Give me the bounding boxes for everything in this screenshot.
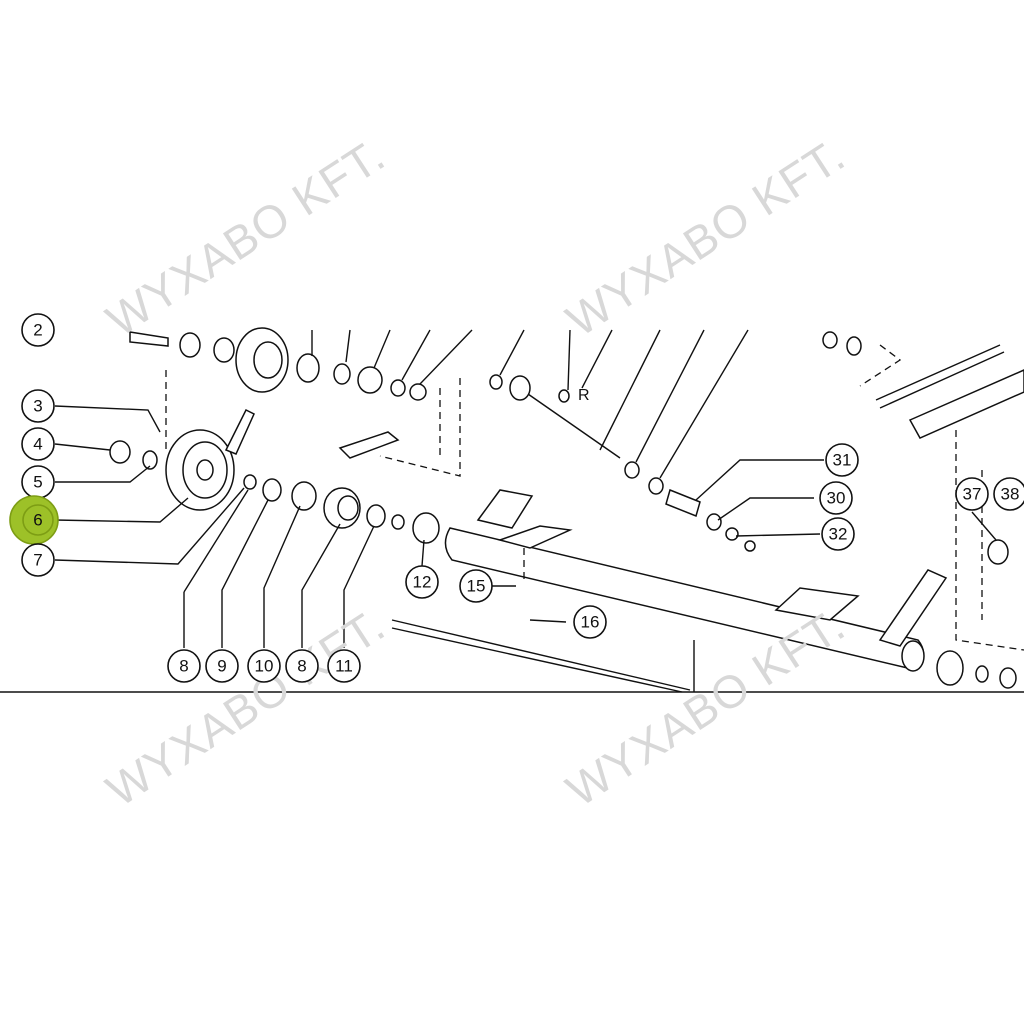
callout-label: 4: [33, 435, 42, 454]
callout-label: 8: [297, 657, 306, 676]
callout-label: 31: [833, 451, 852, 470]
callout-11[interactable]: 11: [327, 649, 361, 683]
callout-label: 16: [581, 613, 600, 632]
pulley-assembly: [129, 327, 289, 511]
bolt-top-left: [129, 331, 169, 347]
callout-16[interactable]: 16: [573, 605, 607, 639]
callout-12[interactable]: 12: [405, 565, 439, 599]
callout-8[interactable]: 8: [167, 649, 201, 683]
callout-label: 6: [33, 511, 42, 530]
callout-5[interactable]: 5: [21, 465, 55, 499]
callout-label: 10: [255, 657, 274, 676]
axle-arm: [878, 569, 948, 647]
tension-spring-assembly: [822, 331, 1024, 689]
callout-label: 32: [829, 525, 848, 544]
axle-bracket-mid: [497, 525, 573, 549]
callout-38[interactable]: 38: [993, 477, 1024, 511]
axle-bracket-right: [774, 587, 860, 621]
pulley-stud: [224, 408, 255, 455]
callout-37[interactable]: 37: [955, 477, 989, 511]
callout-label: 7: [33, 551, 42, 570]
callout-15[interactable]: 15: [459, 569, 493, 603]
r-label: R: [578, 387, 590, 404]
lever-arm: [338, 431, 400, 459]
callout-8[interactable]: 8: [285, 649, 319, 683]
rail-bar: [908, 369, 1024, 439]
callout-4[interactable]: 4: [21, 427, 55, 461]
callout-6-highlighted[interactable]: 6: [9, 495, 59, 545]
top-leader-lines: [311, 329, 749, 479]
watermark-text: WYXABO KFT.: [557, 128, 854, 346]
dashed-lines: [165, 344, 1024, 651]
watermark-text: WYXABO KFT.: [97, 128, 394, 346]
callout-31[interactable]: 31: [825, 443, 859, 477]
small-parts-left: [109, 440, 440, 544]
callout-32[interactable]: 32: [821, 517, 855, 551]
callout-label: 2: [33, 321, 42, 340]
callout-2[interactable]: 2: [21, 313, 55, 347]
main-axle: [444, 489, 948, 672]
watermark-text: WYXABO KFT.: [97, 598, 394, 816]
callout-3[interactable]: 3: [21, 389, 55, 423]
callout-label: 37: [963, 485, 982, 504]
callout-10[interactable]: 10: [247, 649, 281, 683]
callout-30[interactable]: 30: [819, 481, 853, 515]
callout-9[interactable]: 9: [205, 649, 239, 683]
lower-shaft: [391, 619, 695, 693]
callout-label: 8: [179, 657, 188, 676]
callout-label: 15: [467, 577, 486, 596]
axle-bracket-left: [476, 489, 534, 529]
callout-leaders: [54, 405, 997, 648]
callout-label: 11: [335, 657, 353, 676]
small-parts-top: [296, 353, 756, 552]
callout-label: 38: [1001, 485, 1020, 504]
callout-label: 5: [33, 473, 42, 492]
callout-label: 30: [827, 489, 846, 508]
callout-7[interactable]: 7: [21, 543, 55, 577]
callout-label: 3: [33, 397, 42, 416]
spring-small: [665, 488, 701, 518]
callout-label: 9: [217, 657, 226, 676]
callout-label: 12: [413, 573, 432, 592]
